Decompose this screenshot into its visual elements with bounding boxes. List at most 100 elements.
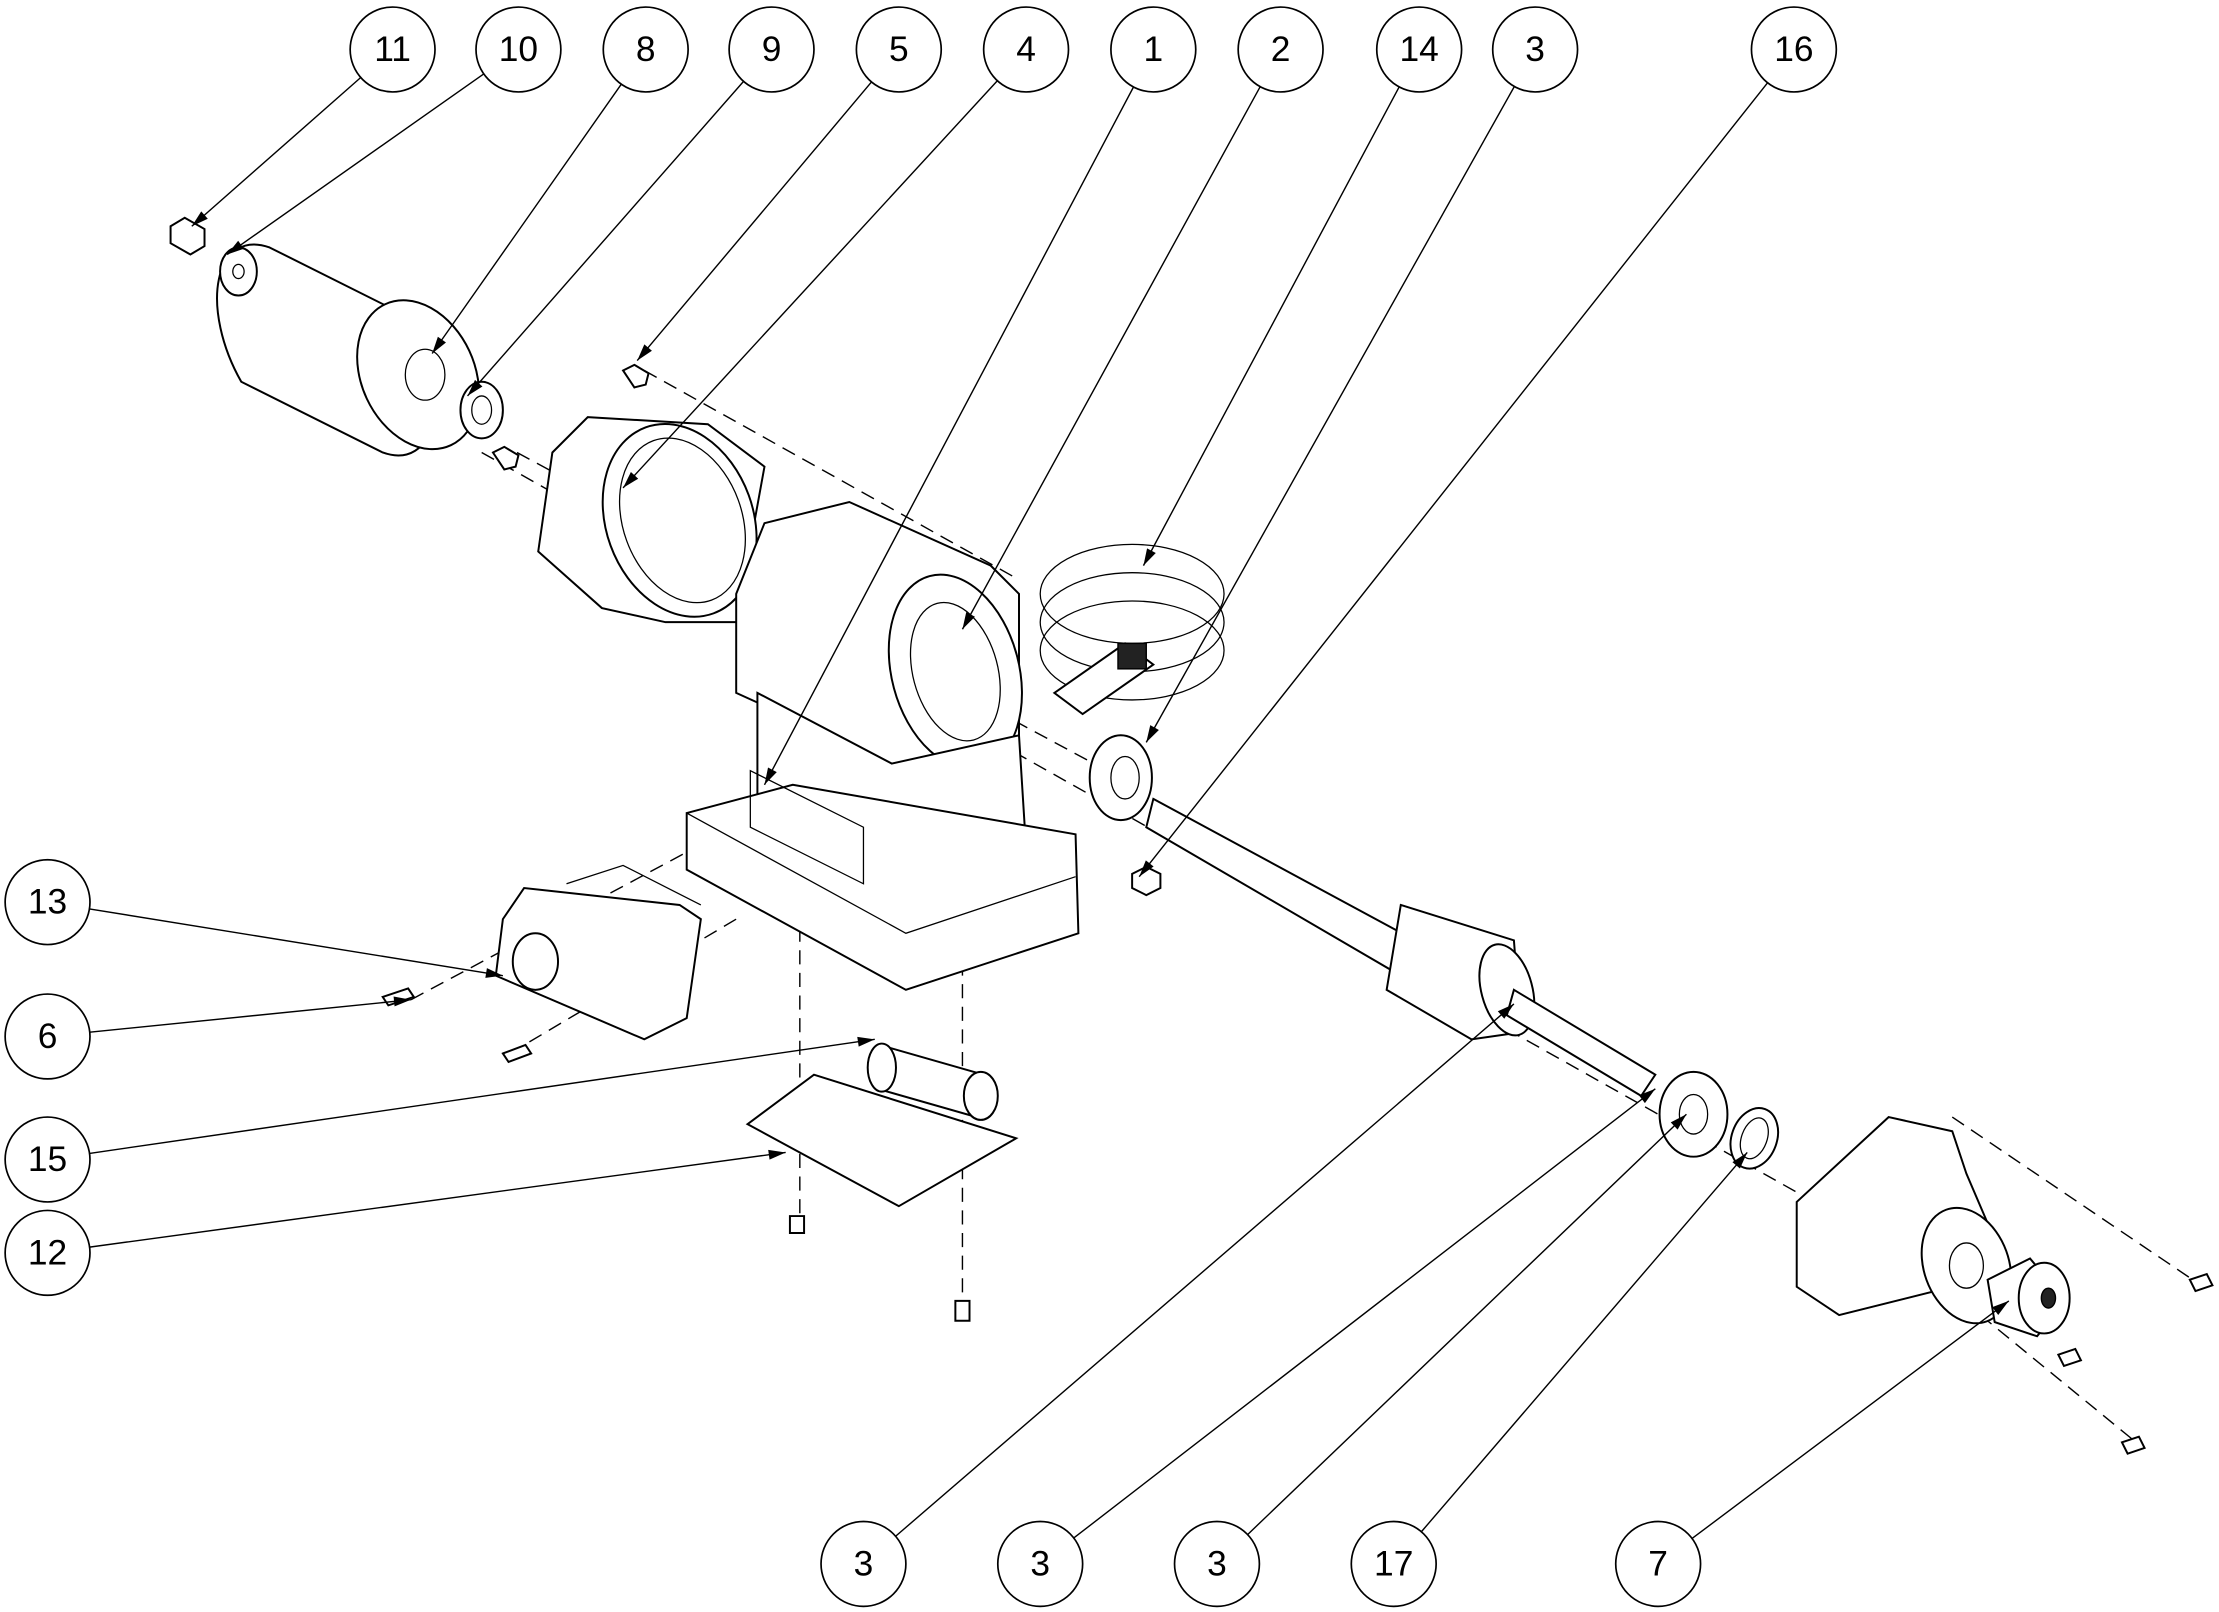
arrowhead-icon — [1143, 548, 1156, 566]
balloon-circle — [996, 1520, 1084, 1608]
balloon-circle — [4, 858, 91, 946]
arrowhead-icon — [857, 1036, 875, 1047]
power-cable-part — [1039, 543, 1225, 716]
balloon-number: 1 — [1143, 30, 1163, 69]
balloon-number: 17 — [1374, 1544, 1413, 1583]
balloon-circle — [349, 6, 436, 93]
item-balloon: 3 — [996, 1520, 1084, 1608]
leader-line — [89, 999, 412, 1033]
balloon-number: 3 — [854, 1544, 874, 1583]
balloon-circle — [1375, 6, 1463, 93]
leader-line — [1420, 1151, 1748, 1533]
arrowhead-icon — [1992, 1300, 2009, 1316]
end-shield-part — [537, 416, 766, 624]
balloon-circle — [4, 1116, 91, 1203]
balloon-circle — [1750, 6, 1838, 93]
arrowhead-icon — [1732, 1152, 1748, 1169]
leader-line — [89, 1151, 786, 1248]
item-balloon: 9 — [728, 6, 815, 93]
arrowhead-icon — [1670, 1114, 1687, 1130]
leader-line — [961, 86, 1261, 630]
item-balloon: 12 — [4, 1209, 91, 1297]
balloon-number: 6 — [38, 1017, 58, 1056]
retaining-ring-part — [1729, 1107, 1780, 1170]
arrowhead-icon — [393, 996, 411, 1007]
balloon-number: 5 — [889, 30, 909, 69]
leader-line — [763, 86, 1135, 786]
balloon-number: 8 — [636, 30, 656, 69]
arrowhead-icon — [764, 767, 777, 785]
leader-line — [191, 76, 362, 227]
balloon-circle — [820, 1520, 907, 1608]
arrowhead-icon — [1146, 725, 1159, 743]
item-balloon: 4 — [982, 6, 1070, 93]
arrowhead-icon — [227, 240, 244, 255]
balloon-number: 4 — [1016, 30, 1036, 69]
item-balloon: 6 — [4, 993, 91, 1080]
balloon-number: 9 — [762, 30, 782, 69]
balloon-number: 14 — [1400, 30, 1439, 69]
leader-line — [895, 1003, 1515, 1537]
balloon-number: 15 — [28, 1140, 67, 1179]
balloon-circle — [4, 993, 91, 1080]
leader-line — [1142, 86, 1400, 566]
balloon-number: 10 — [499, 30, 538, 69]
rotor-shaft-part — [1145, 797, 1657, 1098]
arrowhead-icon — [432, 336, 446, 354]
balloon-circle — [4, 1209, 91, 1297]
arrowhead-icon — [1497, 1003, 1514, 1019]
bearing-part — [1088, 734, 1162, 897]
balloon-number: 13 — [28, 883, 67, 922]
balloon-circle — [1110, 6, 1197, 93]
item-balloon: 5 — [855, 6, 943, 93]
leader-line — [1073, 1088, 1656, 1539]
arrowhead-icon — [1638, 1088, 1656, 1104]
balloon-circle — [855, 6, 943, 93]
item-balloon: 16 — [1750, 6, 1838, 93]
balloon-circle — [475, 6, 562, 93]
balloon-number: 3 — [1207, 1544, 1227, 1583]
item-balloon: 3 — [1173, 1520, 1261, 1608]
leader-line — [636, 81, 873, 362]
leader-line — [1247, 1113, 1687, 1536]
front-bearing-part — [1658, 1070, 1729, 1158]
balloon-number: 12 — [28, 1233, 67, 1272]
item-balloon: 3 — [820, 1520, 907, 1608]
balloon-number: 16 — [1774, 30, 1813, 69]
item-balloon: 11 — [349, 6, 436, 93]
item-balloon: 17 — [1350, 1520, 1437, 1608]
balloon-circle — [982, 6, 1070, 93]
arrowhead-icon — [1139, 860, 1154, 877]
arrowhead-icon — [467, 379, 483, 396]
balloon-number: 3 — [1525, 30, 1545, 69]
balloon-circle — [1614, 1520, 1702, 1608]
balloon-circle — [1173, 1520, 1261, 1608]
leader-line — [89, 1038, 875, 1155]
front-cover-part — [1795, 1116, 2071, 1338]
arrowhead-icon — [623, 472, 639, 488]
leader-line — [1138, 82, 1769, 878]
screws — [381, 363, 2214, 1455]
arrowhead-icon — [191, 211, 208, 227]
leader-line — [466, 80, 745, 397]
item-balloon: 10 — [475, 6, 562, 93]
balloon-circle — [602, 6, 689, 93]
balloon-circle — [1237, 6, 1324, 93]
leader-line — [431, 83, 622, 354]
item-balloon: 7 — [1614, 1520, 1702, 1608]
base-plate-part — [745, 1073, 1019, 1208]
leader-line — [226, 73, 485, 256]
balloon-number: 11 — [374, 30, 411, 69]
leader-line — [89, 908, 503, 977]
item-balloon: 15 — [4, 1116, 91, 1203]
leader-line — [622, 80, 998, 489]
switch-box-part — [494, 864, 702, 1041]
item-balloon: 13 — [4, 858, 91, 946]
leader-lines — [89, 73, 2010, 1540]
motor-housing-part — [685, 500, 1080, 991]
arrowhead-icon — [485, 968, 503, 978]
bushing-part — [459, 380, 504, 440]
arrowhead-icon — [768, 1149, 786, 1160]
